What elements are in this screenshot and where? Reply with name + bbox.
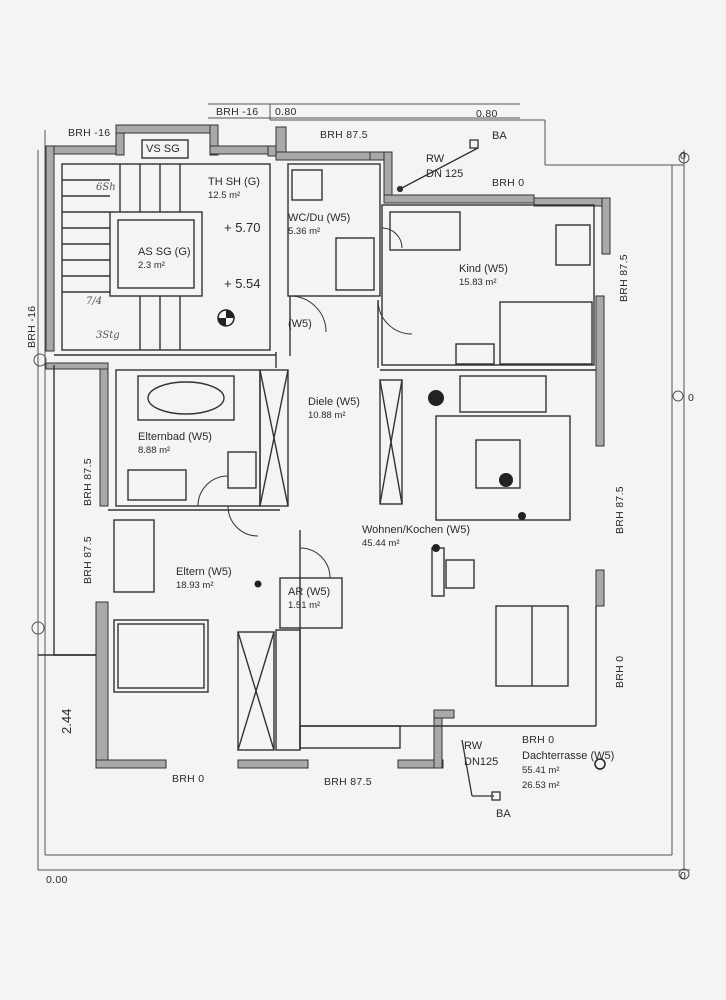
room-area-th-sh: 12.5 m² [208, 190, 241, 201]
room-label-vs-sg: VS SG [146, 143, 180, 155]
handwriting-3: 3Stg [96, 330, 120, 341]
brh-top-left-2: BRH -16 [68, 127, 111, 139]
brh-right-875-2: BRH 87.5 [614, 486, 626, 534]
door-swings [197, 227, 413, 579]
room-label-kind: Kind (W5) [459, 263, 508, 275]
drain-dn-top: DN 125 [426, 168, 464, 180]
dim-right-0-2: 0 [688, 392, 695, 404]
handwriting-2: 7/4 [86, 296, 103, 307]
level-plus-554: + 5.54 [224, 276, 261, 291]
room-area-ar: 1.51 m² [288, 600, 321, 611]
room-area-dachterrasse-2: 26.53 m² [522, 780, 560, 791]
room-label-diele: Diele (W5) [308, 396, 360, 408]
room-area-kind: 15.83 m² [459, 277, 497, 288]
handwriting-1: 6Sh [96, 182, 116, 193]
room-label-dachterrasse: Dachterrasse (W5) [522, 750, 615, 762]
room-area-diele: 10.88 m² [308, 410, 346, 421]
room-label-th-sh: TH SH (G) [208, 176, 260, 188]
room-label-wc-du: WC/Du (W5) [288, 212, 351, 224]
room-area-eltern: 18.93 m² [176, 580, 214, 591]
room-label-ar: AR (W5) [288, 586, 331, 598]
dim-bottom-left: 0.00 [46, 874, 68, 886]
drain-ba-top: BA [492, 130, 507, 142]
plant-symbols [254, 390, 606, 770]
drain-dn-bottom: DN125 [464, 756, 499, 768]
room-area-wohnen-kochen: 45.44 m² [362, 538, 400, 549]
drain-rw-bottom: RW [464, 740, 483, 752]
roof-drains [396, 139, 501, 801]
brh-right-875-1: BRH 87.5 [618, 254, 630, 302]
walls [45, 124, 611, 769]
dim-right-0-1: 0 [680, 150, 687, 162]
dim-left-244: 2.44 [59, 708, 74, 734]
dim-right-0-3: 0 [680, 870, 687, 882]
interior-walls [38, 139, 597, 751]
room-label-wohnen-kochen: Wohnen/Kochen (W5) [362, 524, 471, 536]
room-label-as-sg: AS SG (G) [138, 246, 191, 258]
dim-top-1: 0.80 [275, 106, 297, 118]
brh-top-0: BRH 0 [492, 177, 525, 189]
brh-terrace-0: BRH 0 [522, 734, 555, 746]
brh-bottom-875: BRH 87.5 [324, 776, 372, 788]
brh-left-875-2: BRH 87.5 [82, 536, 94, 584]
grid-markers [31, 152, 690, 880]
level-plus-570: + 5.70 [224, 220, 261, 235]
brh-left-875-1: BRH 87.5 [82, 458, 94, 506]
room-area-as-sg: 2.3 m² [138, 260, 165, 271]
room-label-eltern: Eltern (W5) [176, 566, 232, 578]
brh-top-left-1: BRH -16 [216, 106, 259, 118]
dim-top-2: 0.80 [476, 108, 498, 120]
brh-right-0: BRH 0 [614, 655, 626, 688]
brh-top-875: BRH 87.5 [320, 129, 368, 141]
brh-bottom-0: BRH 0 [172, 773, 205, 785]
drain-ba-bottom: BA [496, 808, 511, 820]
room-area-wc-du: 5.36 m² [288, 226, 321, 237]
drain-rw-top: RW [426, 153, 445, 165]
room-area-dachterrasse: 55.41 m² [522, 765, 560, 776]
site-boundary [37, 103, 690, 871]
level-marker [217, 309, 235, 327]
brh-left-16: BRH -16 [26, 305, 38, 348]
door-label-w5: (W5) [288, 318, 312, 330]
room-area-elternbad: 8.88 m² [138, 445, 171, 456]
room-label-elternbad: Elternbad (W5) [138, 431, 212, 443]
